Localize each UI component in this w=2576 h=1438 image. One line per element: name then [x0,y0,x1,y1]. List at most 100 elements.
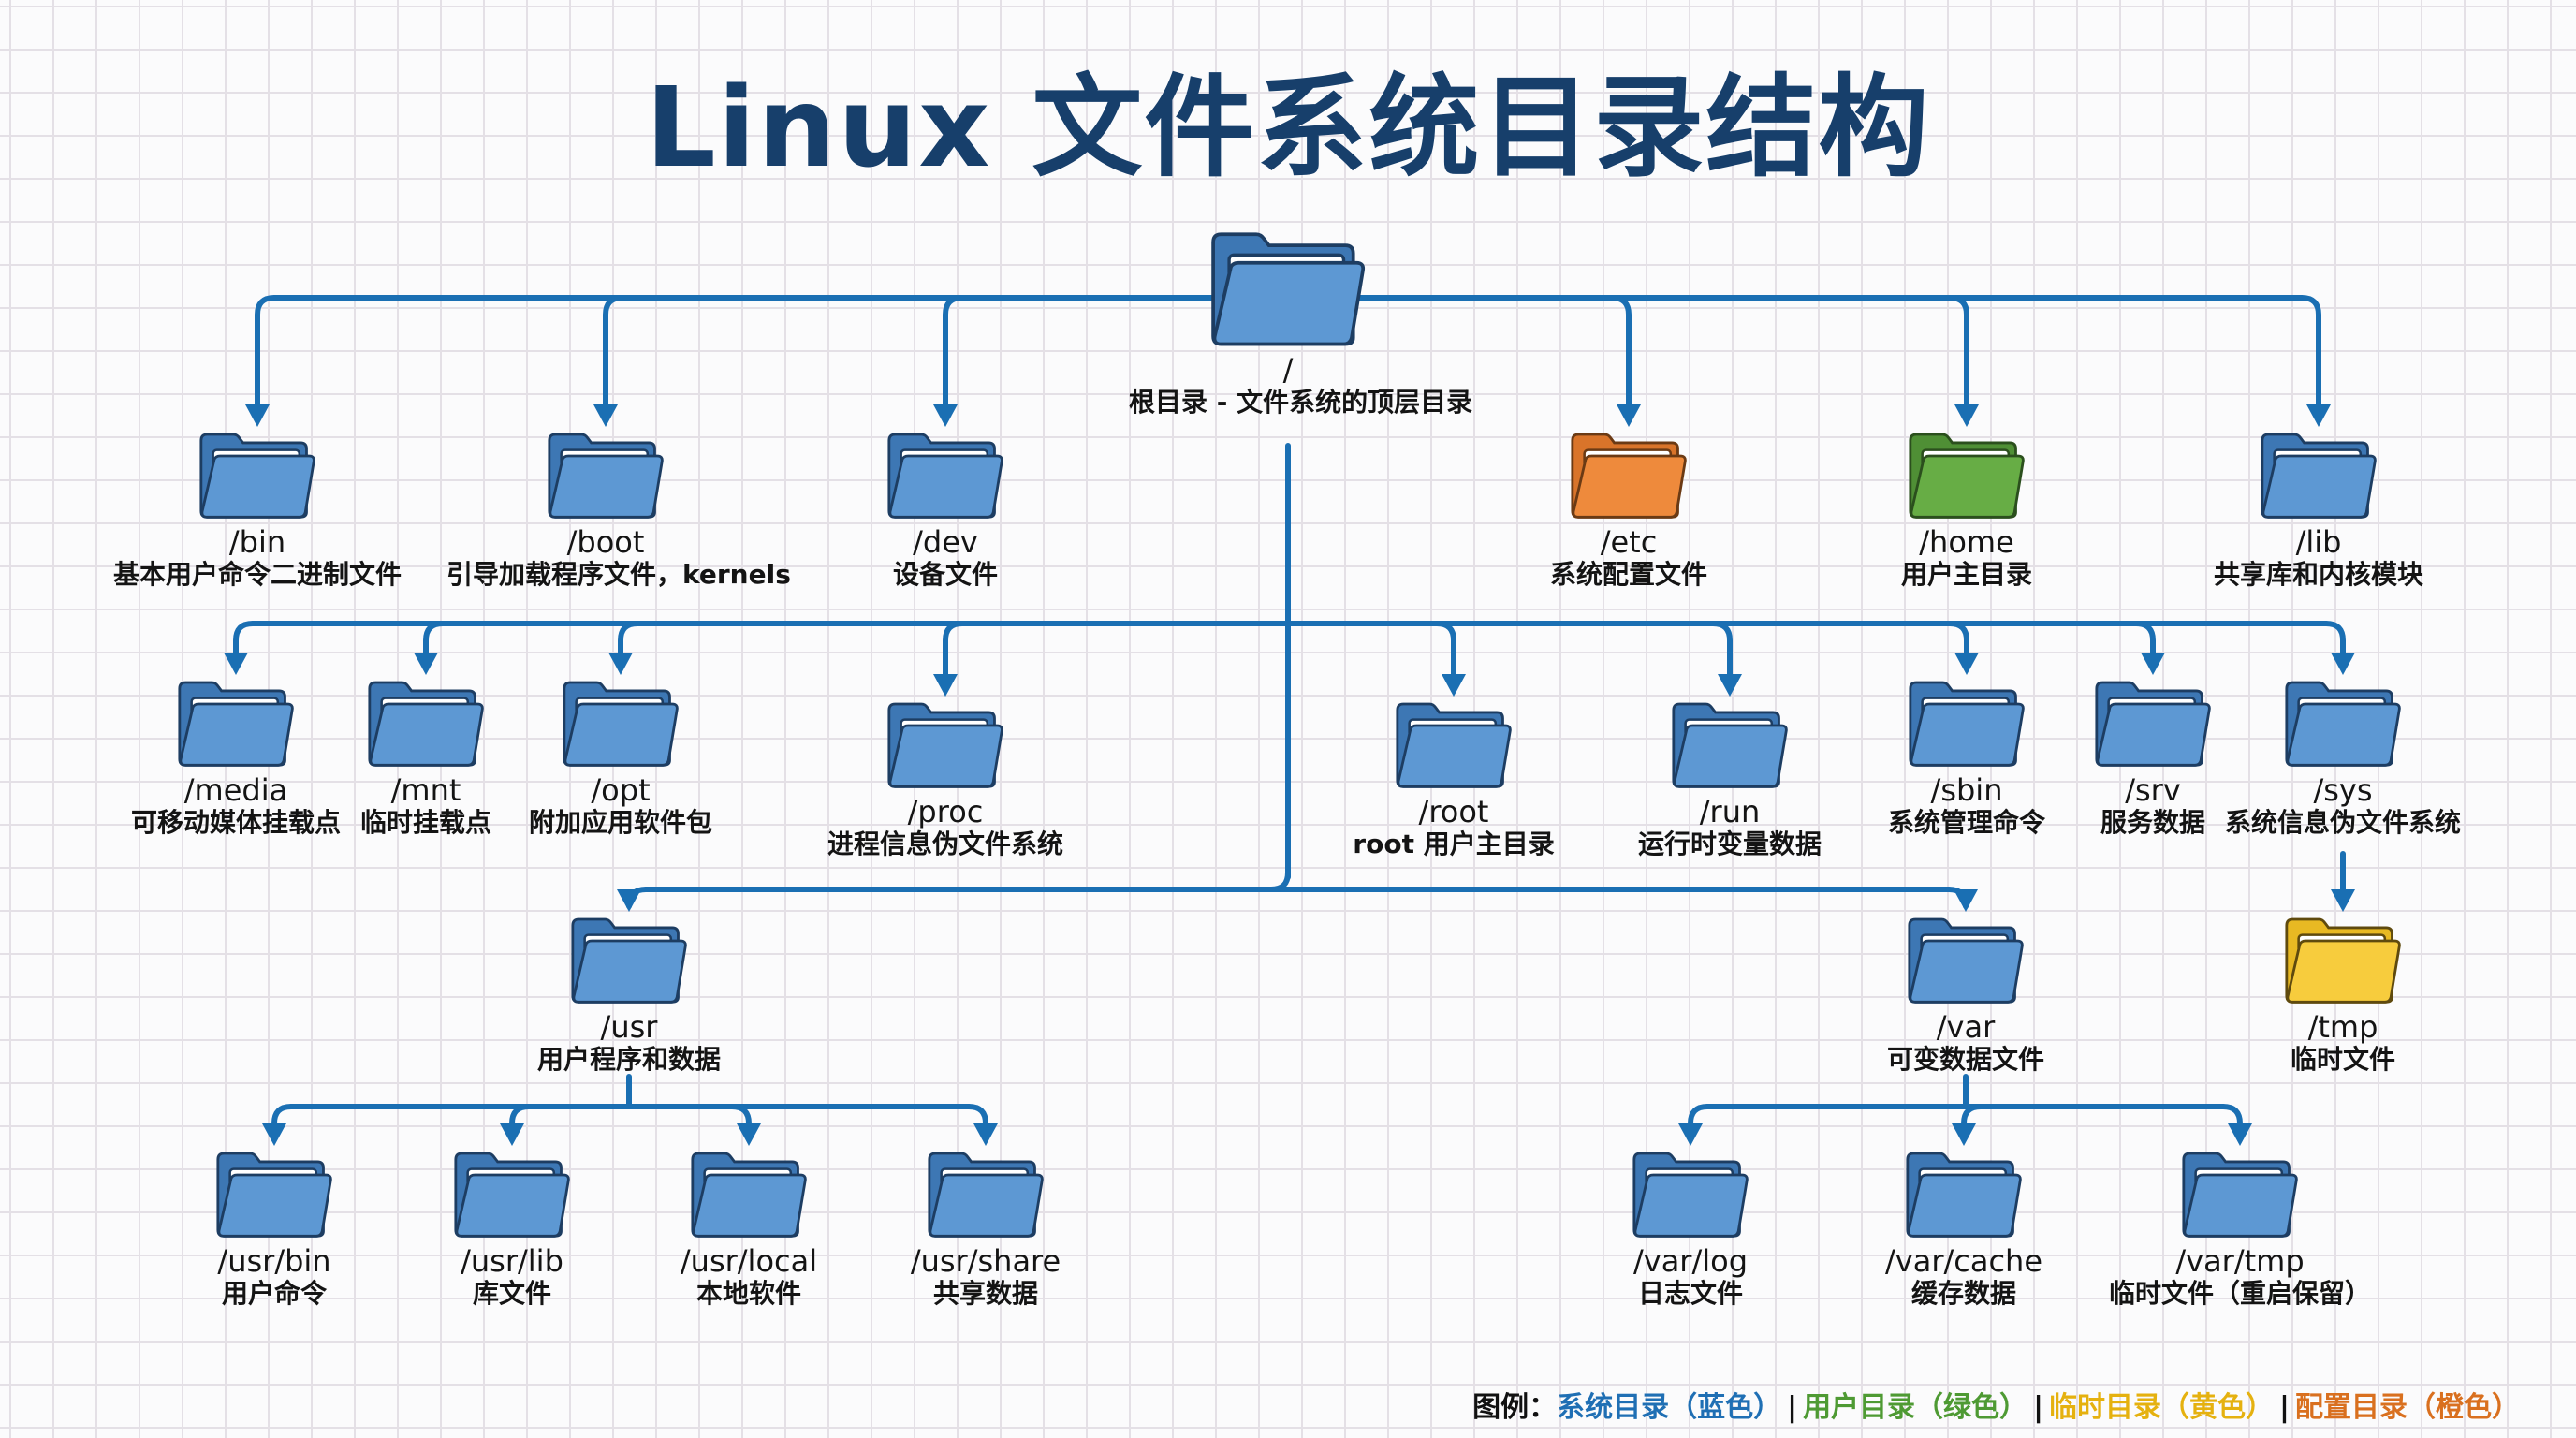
folder-name: /media [183,772,288,808]
folder-name: /tmp [2307,1009,2378,1045]
legend-item-user: 用户目录（绿色） [1803,1391,2028,1424]
arrow-head-icon [1952,1123,1976,1146]
legend-item-system: 系统目录（蓝色） [1557,1391,1782,1424]
connector-line [233,621,256,659]
folder-name: /usr/share [910,1243,1061,1279]
folder-description: 临时挂载点 [359,807,491,838]
folder-icon [77,679,395,768]
folder-description: 附加应用软件包 [528,807,712,838]
folder-description: 系统配置文件 [1549,559,1707,590]
folder-node-root-dir[interactable]: /根目录 - 文件系统的顶层目录 [1129,229,1473,418]
legend-separator: | [2033,1391,2044,1424]
folder-name: /lib [2295,524,2342,560]
folder-description: 可移动媒体挂载点 [130,807,341,838]
folder-name: /var [1936,1009,1996,1045]
arrow-head-icon [1617,404,1641,427]
folder-icon [98,431,417,520]
connector-line [255,295,277,411]
folder-icon [2184,679,2502,768]
folder-icon [1808,679,2126,768]
folder-description: 系统信息伪文件系统 [2224,807,2461,838]
folder-description: 系统管理命令 [1887,807,2045,838]
folder-name: /usr/bin [217,1243,331,1279]
folder-icon [1531,1150,1850,1239]
folder-icon [1295,700,1613,789]
connector-line [943,621,965,681]
folder-description: 可变数据文件 [1886,1044,2044,1075]
connector-line [618,621,640,659]
connector-line [2133,621,2156,659]
folder-description: 用户程序和数据 [536,1044,721,1075]
folder-icon [1470,431,1788,520]
arrow-head-icon [224,653,248,675]
arrow-head-icon [2141,653,2165,675]
folder-description: 缓存数据 [1910,1278,2016,1309]
folder-icon [470,916,788,1005]
folder-description: 本地软件 [695,1278,801,1309]
connector-line [1710,621,1733,681]
legend-label: 图例： [1472,1391,1558,1424]
folder-name: /sys [2313,772,2373,808]
folder-description: 根目录 - 文件系统的顶层目录 [1129,387,1473,418]
folder-name: /root [1418,794,1489,829]
connector-line [603,295,625,411]
folder-name: / [1282,352,1294,388]
arrow-head-icon [2228,1123,2252,1146]
folder-icon [1807,916,2125,1005]
folder-name: /var/log [1632,1243,1749,1279]
arrow-head-icon [973,1123,998,1146]
connector-line [1609,295,1632,411]
arrow-head-icon [1718,674,1742,697]
connector-line [1947,621,1969,659]
arrow-head-icon [1954,404,1979,427]
folder-icon [786,700,1105,789]
folder-description: 引导加载程序文件，kernels [446,559,791,590]
folder-name: /usr [600,1009,658,1045]
folder-icon [1805,1150,2123,1239]
arrow-head-icon [617,889,641,912]
folder-description: 设备文件 [892,559,998,590]
arrow-head-icon [414,653,438,675]
folder-icon [1571,700,1889,789]
folder-icon [115,1150,433,1239]
folder-icon [353,1150,671,1239]
arrow-head-icon [933,674,958,697]
arrow-head-icon [500,1123,524,1146]
arrow-head-icon [593,404,618,427]
legend: 图例：系统目录（蓝色）|用户目录（绿色）|临时目录（黄色）|配置目录（橙色） [1472,1384,2520,1425]
arrow-head-icon [1442,674,1466,697]
folder-icon [786,431,1105,520]
folder-description: 临时文件 [2290,1044,2395,1075]
folder-name: /var/cache [1884,1243,2043,1279]
folder-description: 基本用户命令二进制文件 [112,559,402,590]
folder-icon [2184,916,2502,1005]
connector-line [1947,295,1969,411]
folder-name: /proc [907,794,984,829]
folder-name: /run [1699,794,1761,829]
